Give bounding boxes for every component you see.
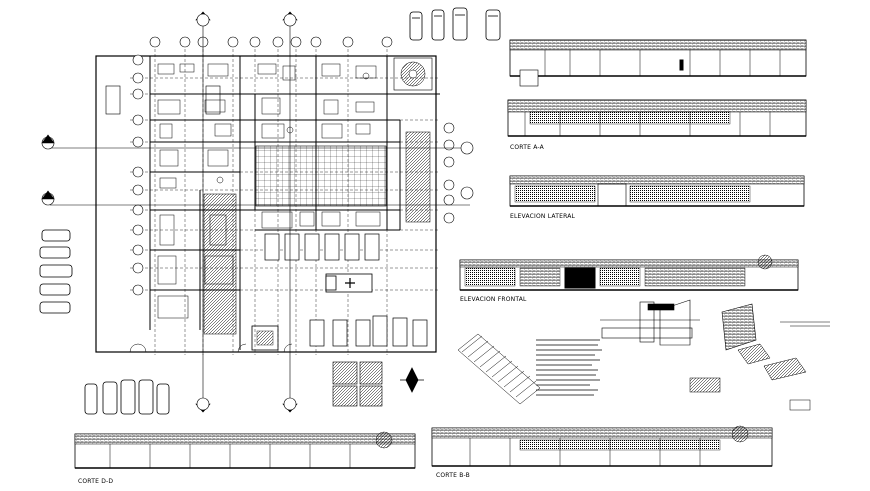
room-walls: [149, 56, 440, 350]
label-elevacion-frontal: ELEVACION FRONTAL: [460, 296, 527, 303]
left-label-box-2: [205, 85, 221, 115]
corridor-hatch: [203, 193, 237, 335]
cars-top: [409, 7, 501, 41]
label-corte-bb: CORTE B-B: [436, 472, 470, 479]
wall-detail: [721, 303, 757, 351]
plan-outer-wall: [95, 55, 437, 353]
section-corte-aa: [507, 99, 807, 137]
construction-notes: [536, 339, 602, 396]
label-elevacion-lateral: ELEVACION LATERAL: [510, 213, 576, 220]
garden-area: [393, 57, 433, 91]
hall-grid: [255, 145, 387, 207]
plaza-squares: [332, 361, 383, 407]
label-corte-aa: CORTE A-A: [510, 144, 544, 151]
elevacion-lateral: [509, 175, 805, 207]
stair-hatch: [405, 131, 431, 223]
axis-bubbles-top: [149, 36, 393, 48]
cars-left: [39, 229, 73, 314]
axis-bubbles-left: [132, 54, 144, 296]
elevacion-frontal: [459, 254, 799, 291]
floor-plan: [41, 11, 474, 413]
ambulance-icon: [325, 273, 373, 293]
vehicle-parking: [264, 233, 428, 347]
section-markers: [41, 11, 474, 413]
axis-bubbles-right: [443, 122, 455, 224]
left-label-box: [105, 85, 121, 115]
label-corte-dd: CORTE D-D: [78, 478, 114, 485]
roof-sheet-detail: [457, 333, 541, 405]
entry-doors: [129, 343, 293, 353]
section-corte-dd: [74, 431, 416, 469]
section-corte-bb: [431, 425, 773, 467]
cars-bottom: [84, 379, 170, 415]
north-arrow-icon: [400, 367, 424, 393]
section-top-1: [509, 39, 807, 87]
tree-icon: [400, 61, 426, 87]
guard-house: [251, 325, 279, 351]
column-detail: [600, 299, 700, 346]
ramp-detail: [689, 321, 830, 411]
